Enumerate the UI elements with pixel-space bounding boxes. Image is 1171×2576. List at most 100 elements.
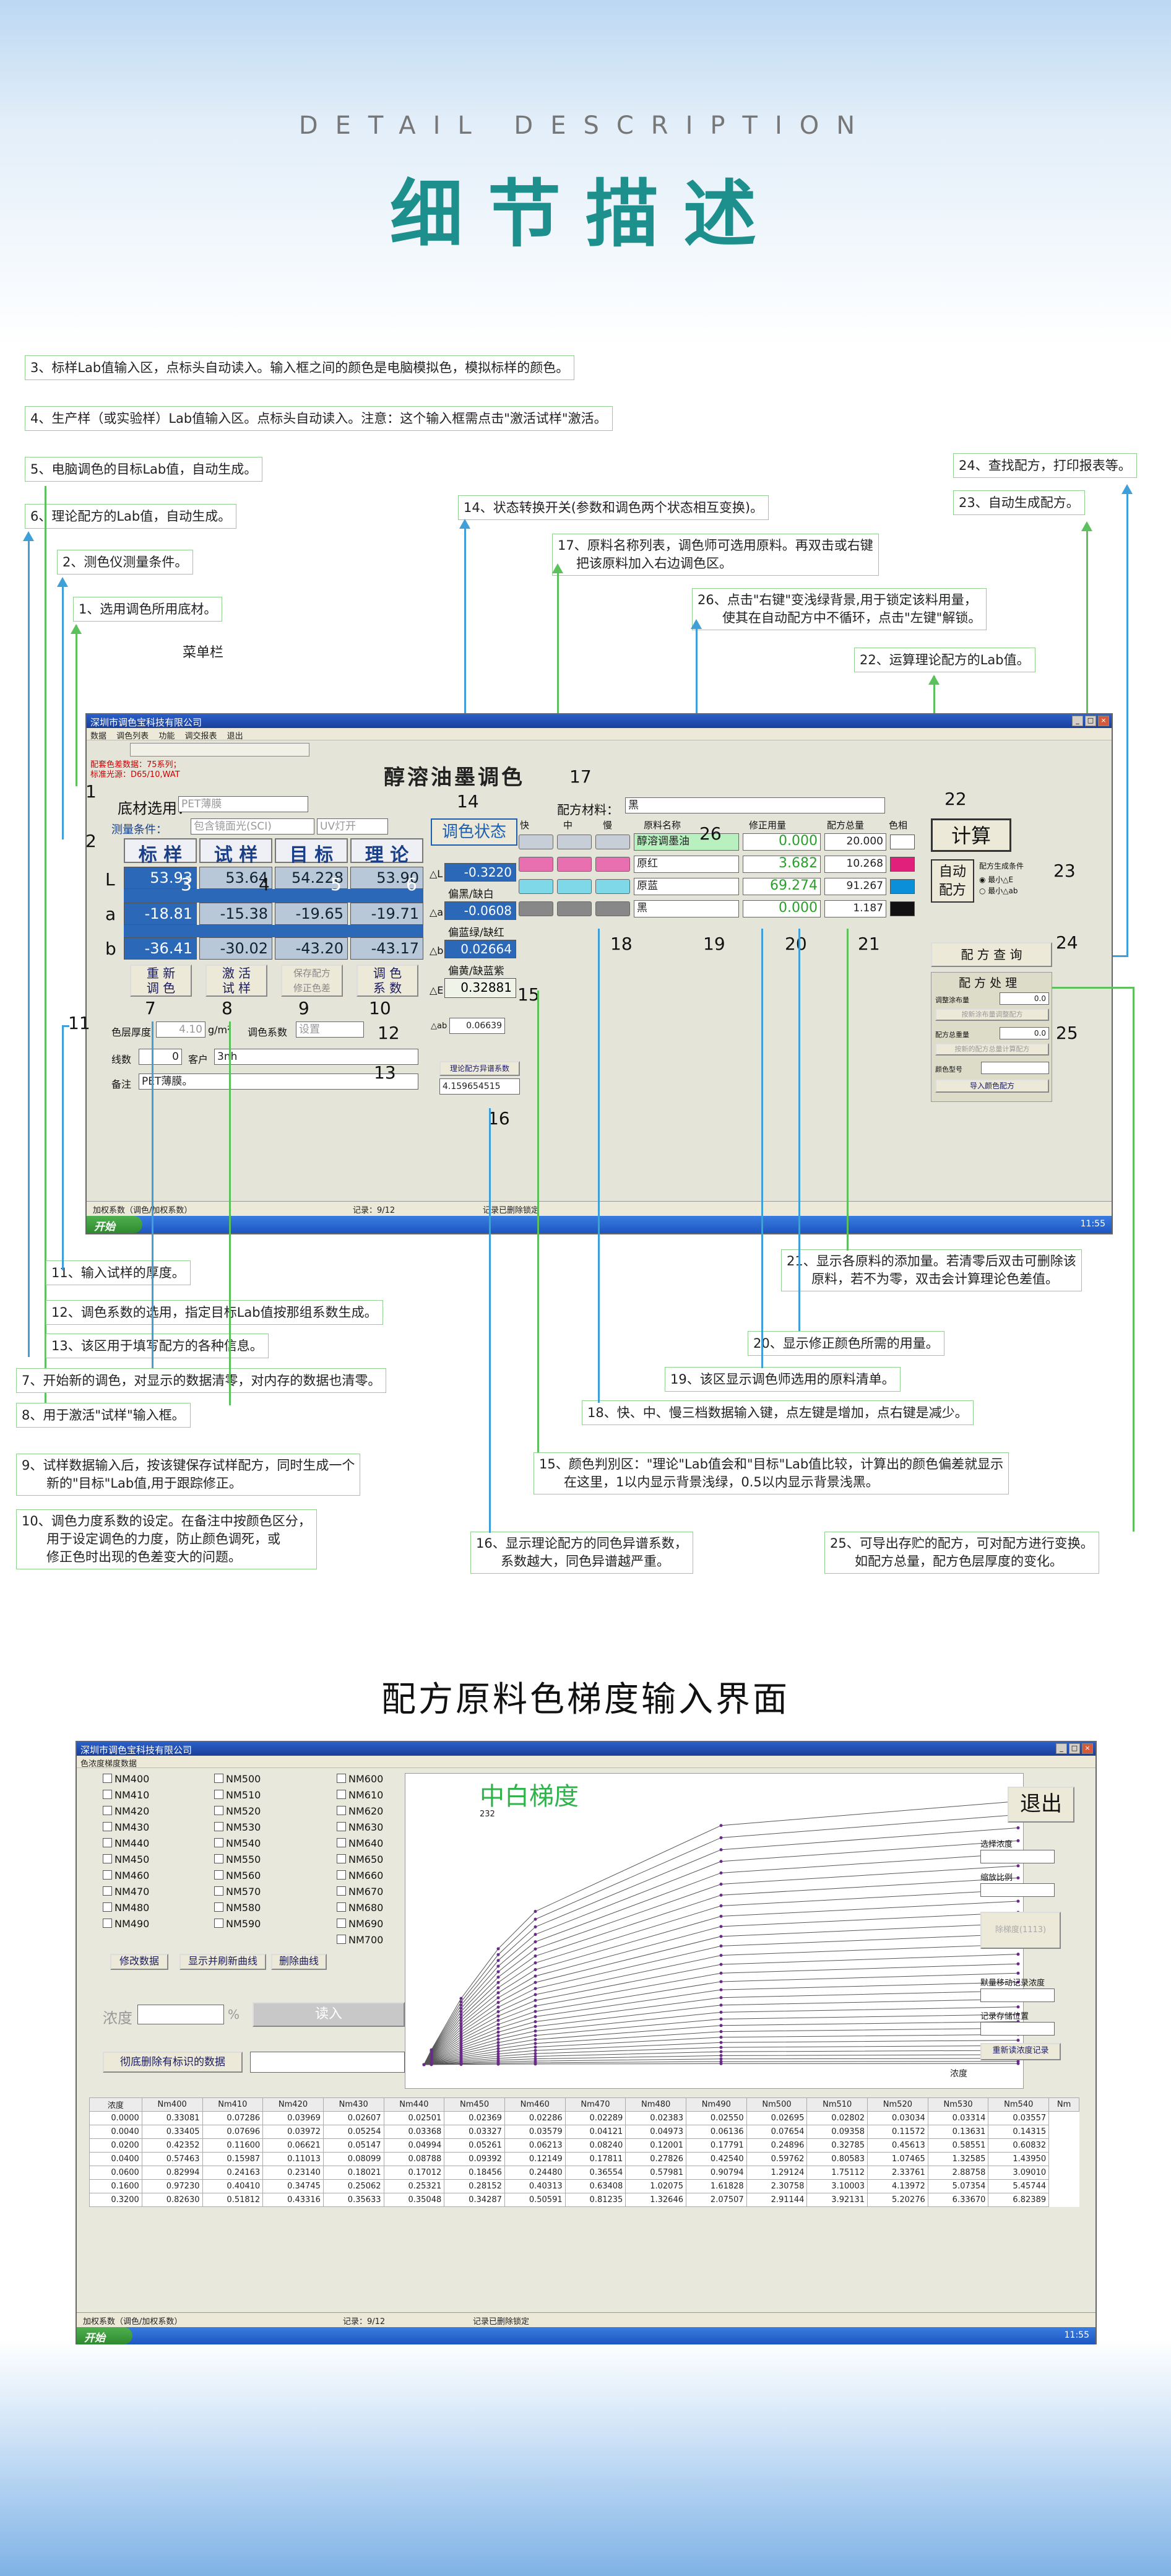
table-cell[interactable]: 0.08240	[564, 2138, 626, 2153]
table-cell[interactable]: 0.18021	[322, 2166, 384, 2180]
table-cell[interactable]: 3.10003	[806, 2179, 868, 2193]
ingredient-name[interactable]: 原红	[634, 856, 739, 873]
channel-checkbox[interactable]: NM560	[214, 1870, 261, 1881]
table-cell[interactable]: 0.1600	[89, 2179, 142, 2193]
lines-input[interactable]: 0	[139, 1049, 182, 1065]
channel-checkbox[interactable]: NM600	[337, 1773, 383, 1785]
channel-checkbox[interactable]: NM670	[337, 1886, 383, 1897]
channel-checkbox[interactable]: NM540	[214, 1837, 261, 1849]
table-cell[interactable]: 0.58551	[927, 2138, 989, 2153]
table-cell[interactable]: 0.25062	[322, 2179, 384, 2193]
close-button[interactable]: ×	[1098, 716, 1109, 726]
table-cell[interactable]: 0.45613	[867, 2138, 928, 2153]
table-cell[interactable]: 0.09358	[806, 2125, 868, 2139]
table-cell[interactable]: 0.36554	[564, 2166, 626, 2180]
table-cell[interactable]: 5.45744	[988, 2179, 1050, 2193]
speed-slow-key[interactable]	[595, 835, 630, 849]
color-model-input[interactable]	[981, 1062, 1049, 1074]
table-cell[interactable]: 1.75112	[806, 2166, 868, 2180]
table-cell[interactable]: 0.27826	[625, 2152, 686, 2166]
table-cell[interactable]: 0.24896	[746, 2138, 808, 2153]
marked-data-field[interactable]	[250, 2052, 405, 2073]
table-cell[interactable]: 0.0040	[89, 2125, 142, 2139]
calculate-button[interactable]: 计算	[931, 818, 1011, 852]
speed-medium-key[interactable]	[557, 835, 592, 849]
table-cell[interactable]: 0.90794	[686, 2166, 747, 2180]
table-cell[interactable]: 0.02369	[444, 2111, 505, 2125]
table-cell[interactable]: 0.11013	[262, 2152, 324, 2166]
table-cell[interactable]: 0.02695	[746, 2111, 808, 2125]
channel-checkbox[interactable]: NM510	[214, 1789, 261, 1801]
table-cell[interactable]: 0.07286	[202, 2111, 264, 2125]
channel-checkbox[interactable]: NM650	[337, 1854, 383, 1865]
table-cell[interactable]: 0.59762	[746, 2152, 808, 2166]
channel-checkbox[interactable]: NM440	[103, 1837, 149, 1849]
channel-checkbox[interactable]: NM470	[103, 1886, 149, 1897]
close-button-2[interactable]: ×	[1082, 1743, 1093, 1754]
table-cell[interactable]: 0.34287	[444, 2193, 505, 2207]
table-cell[interactable]: 0.24163	[202, 2166, 264, 2180]
table-cell[interactable]: 2.30758	[746, 2179, 808, 2193]
customer-input[interactable]: 3nh	[214, 1049, 418, 1065]
speed-slow-key[interactable]	[595, 901, 630, 916]
channel-checkbox[interactable]: NM500	[214, 1773, 261, 1785]
table-cell[interactable]: 0.06621	[262, 2138, 324, 2153]
menu-tint-list[interactable]: 调色列表	[116, 732, 149, 741]
channel-checkbox[interactable]: NM640	[337, 1837, 383, 1849]
table-cell[interactable]: 0.57463	[141, 2152, 203, 2166]
speed-fast-key[interactable]	[519, 879, 553, 894]
measure-cond-select[interactable]: 包含镜面光(SCI)	[191, 818, 314, 835]
channel-checkbox[interactable]: NM530	[214, 1821, 261, 1833]
table-cell[interactable]: 0.02550	[686, 2111, 747, 2125]
delete-marked-button[interactable]: 彻底删除有标识的数据	[103, 2052, 243, 2073]
table-cell[interactable]: 5.07354	[927, 2179, 989, 2193]
table-cell[interactable]: 0.0600	[89, 2166, 142, 2180]
table-cell[interactable]: 1.32585	[927, 2152, 989, 2166]
table-cell[interactable]: 0.04121	[564, 2125, 626, 2139]
table-cell[interactable]: 1.07465	[867, 2152, 928, 2166]
start-button[interactable]: 开始	[87, 1216, 142, 1233]
recipe-lookup-button[interactable]: 配 方 查 询	[931, 942, 1052, 967]
channel-checkbox[interactable]: NM590	[214, 1918, 261, 1930]
coating-input[interactable]: 0.0	[1000, 992, 1049, 1005]
table-cell[interactable]: 0.50591	[504, 2193, 566, 2207]
table-cell[interactable]: 0.40410	[202, 2179, 264, 2193]
import-color-recipe-button[interactable]: 导入颜色配方	[935, 1079, 1049, 1093]
std-b-input[interactable]: -36.41	[124, 937, 197, 960]
table-cell[interactable]: 0.03327	[444, 2125, 505, 2139]
table-cell[interactable]: 0.40313	[504, 2179, 566, 2193]
ingredient-name[interactable]: 黑	[634, 900, 739, 917]
table-cell[interactable]: 0.11600	[202, 2138, 264, 2153]
table-cell[interactable]: 0.12149	[504, 2152, 566, 2166]
table-cell[interactable]: 0.05261	[444, 2138, 505, 2153]
remove-gradient-button[interactable]: 除梯度(1113)	[980, 1912, 1061, 1949]
remark-input[interactable]: PET薄膜。	[139, 1073, 418, 1090]
table-cell[interactable]: 6.33670	[927, 2193, 989, 2207]
table-cell[interactable]: 1.61828	[686, 2179, 747, 2193]
menu-function[interactable]: 功能	[158, 732, 175, 741]
table-cell[interactable]: 0.35633	[322, 2193, 384, 2207]
concentration-input[interactable]	[137, 2005, 224, 2024]
table-cell[interactable]: 0.42540	[686, 2152, 747, 2166]
auto-recipe-button[interactable]: 自动配方	[931, 859, 974, 903]
material-select[interactable]: 黑	[625, 797, 885, 813]
table-cell[interactable]: 0.33081	[141, 2111, 203, 2125]
table-cell[interactable]: 0.13631	[927, 2125, 989, 2139]
save-recipe-button[interactable]: 保存配方修正色差	[281, 965, 343, 997]
ingredient-name[interactable]: 原蓝	[634, 878, 739, 895]
channel-checkbox[interactable]: NM400	[103, 1773, 149, 1785]
table-cell[interactable]: 0.03969	[262, 2111, 324, 2125]
table-cell[interactable]: 0.34745	[262, 2179, 324, 2193]
table-cell[interactable]: 4.13972	[867, 2179, 928, 2193]
table-cell[interactable]: 5.20276	[867, 2193, 928, 2207]
table-cell[interactable]: 3.09010	[988, 2166, 1050, 2180]
table-cell[interactable]: 0.12001	[625, 2138, 686, 2153]
table-cell[interactable]: 0.17012	[383, 2166, 445, 2180]
coef-select[interactable]: 设置	[296, 1021, 364, 1038]
move-record-input[interactable]	[980, 1988, 1055, 2002]
metamerism-button[interactable]: 理论配方异谱系数	[439, 1061, 520, 1076]
